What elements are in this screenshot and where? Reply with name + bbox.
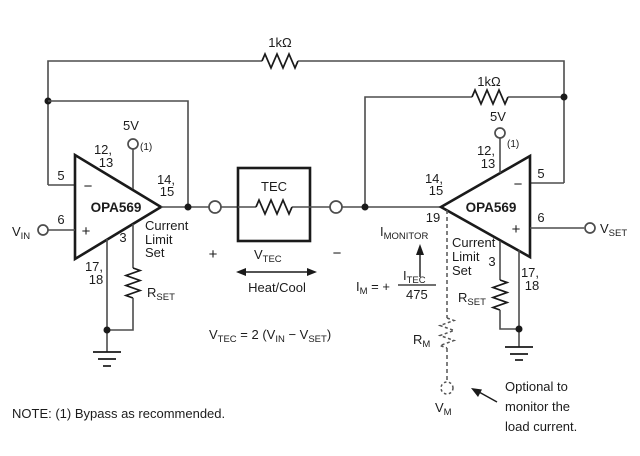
vset-label: VSET [600,221,627,239]
vset-terminal [584,222,596,234]
pin-15-label-left: 15 [160,184,174,199]
supply-label-right: 5V [490,109,506,124]
im-formula-left: IM = + [356,279,390,297]
ground-symbol-right [505,346,533,361]
resistor-rset-right [490,279,510,311]
junction-dot-right [560,93,568,101]
pin-6-label-right: 6 [537,210,544,225]
imonitor-label: IMONITOR [380,224,428,242]
resistor-1k-top-label: 1kΩ [268,35,292,50]
opamp-name-left: OPA569 [91,200,142,215]
pin-13-label-left: 13 [99,155,113,170]
resistor-rset-left [123,267,143,299]
junction-dot-gnd-left [103,326,111,334]
inverting-input-sign-right: − [514,176,523,193]
heatcool-arrow [236,268,317,276]
pin-3-label-left: 3 [119,230,126,245]
wire-top-right [298,60,565,183]
vm-terminal [440,381,454,395]
wire-left-feedback [48,100,189,207]
junction-dot-gnd-right [515,325,523,333]
tec-box [236,166,312,243]
inverting-input-sign-left: − [84,178,93,195]
wire-rset-bottom-left [107,298,134,331]
junction-dot-output-left [184,203,192,211]
vin-label: VIN [12,224,30,242]
pin-18-label-left: 18 [89,272,103,287]
vin-terminal [37,224,49,236]
pin-5-label-right: 5 [537,166,544,181]
tec-label: TEC [261,179,287,194]
resistor-tec [255,197,293,217]
wire-right-feedback-up [364,96,472,207]
opamp-triangle-left [73,152,164,262]
pin-6-label-left: 6 [57,212,64,227]
pin-13-label-right: 13 [481,156,495,171]
right-opamp: 5V (1) 12, 13 5 − 6 + OPA569 14, 15 19 V… [425,109,627,361]
pin-18-label-right: 18 [525,278,539,293]
im-formula-numerator: ITEC [403,268,426,286]
heatcool-label: Heat/Cool [248,280,306,295]
resistor-1k-top [261,51,299,71]
feedback-network-top: 1kΩ [44,35,565,207]
tec-terminal-left [208,200,222,214]
monitor-caption-2: monitor the [505,399,570,414]
pin-12-label-left: 12, [94,142,112,157]
pin-14-label-left: 14, [157,172,175,187]
resistor-1k-right-label: 1kΩ [477,74,501,89]
pin-15-label-right: 15 [429,183,443,198]
resistor-1k-right [471,87,509,107]
monitor-caption-3: load current. [505,419,577,434]
pin-14-label-right: 14, [425,171,443,186]
ilim-label-left-2: Limit [145,232,173,247]
rset-label-left: RSET [147,285,175,303]
imonitor-up-arrow [416,244,424,277]
pin-17-label-right: 17, [521,265,539,280]
rm-label: RM [413,332,430,350]
tec-minus-sign: − [333,245,342,262]
ilim-label-right-2: Limit [452,249,480,264]
pin-3-label-right: 3 [488,254,495,269]
monitor-branch: IMONITOR IM = + ITEC 475 RM VM Optional … [356,210,577,434]
vm-label: VM [435,400,452,418]
noninverting-input-sign-right: + [512,221,521,238]
supply-terminal-right [494,127,506,139]
rset-label-right: RSET [458,290,486,308]
im-formula-denominator: 475 [406,287,428,302]
supply-note-right: (1) [507,139,519,150]
pin-17-label-left: 17, [85,259,103,274]
wire-top-left [47,60,262,185]
junction-dot-tec-right [361,203,369,211]
ilim-label-right-1: Current [452,235,496,250]
supply-terminal-left [127,138,139,150]
pin-5-label-left: 5 [57,168,64,183]
left-opamp: 5V (1) 12, 13 5 − 6 + OPA569 14, 15 VIN … [12,118,209,367]
supply-label-left: 5V [123,118,139,133]
ilim-label-left-3: Set [145,245,165,260]
caption-arrow [471,388,498,403]
vtec-formula: VTEC = 2 (VIN − VSET) [209,327,331,345]
pin-12-label-right: 12, [477,143,495,158]
ground-symbol-left [93,351,121,367]
feedback-network-right: 1kΩ [364,74,568,207]
pin-19-label-right: 19 [426,210,440,225]
bypass-note: NOTE: (1) Bypass as recommended. [12,406,225,421]
wire-rset-bottom-right [499,310,519,330]
noninverting-input-sign-left: + [82,223,91,240]
tec-plus-sign: + [209,246,218,263]
ilim-label-right-3: Set [452,263,472,278]
resistor-rm [437,317,457,349]
tec-terminal-right [329,200,343,214]
monitor-caption-1: Optional to [505,379,568,394]
opamp-name-right: OPA569 [466,200,517,215]
tec-block: TEC + VTEC − Heat/Cool [208,166,441,295]
vtec-label: VTEC [254,247,282,265]
ilim-label-left-1: Current [145,218,189,233]
supply-note-left: (1) [140,142,152,153]
opamp-triangle-right [438,153,532,260]
